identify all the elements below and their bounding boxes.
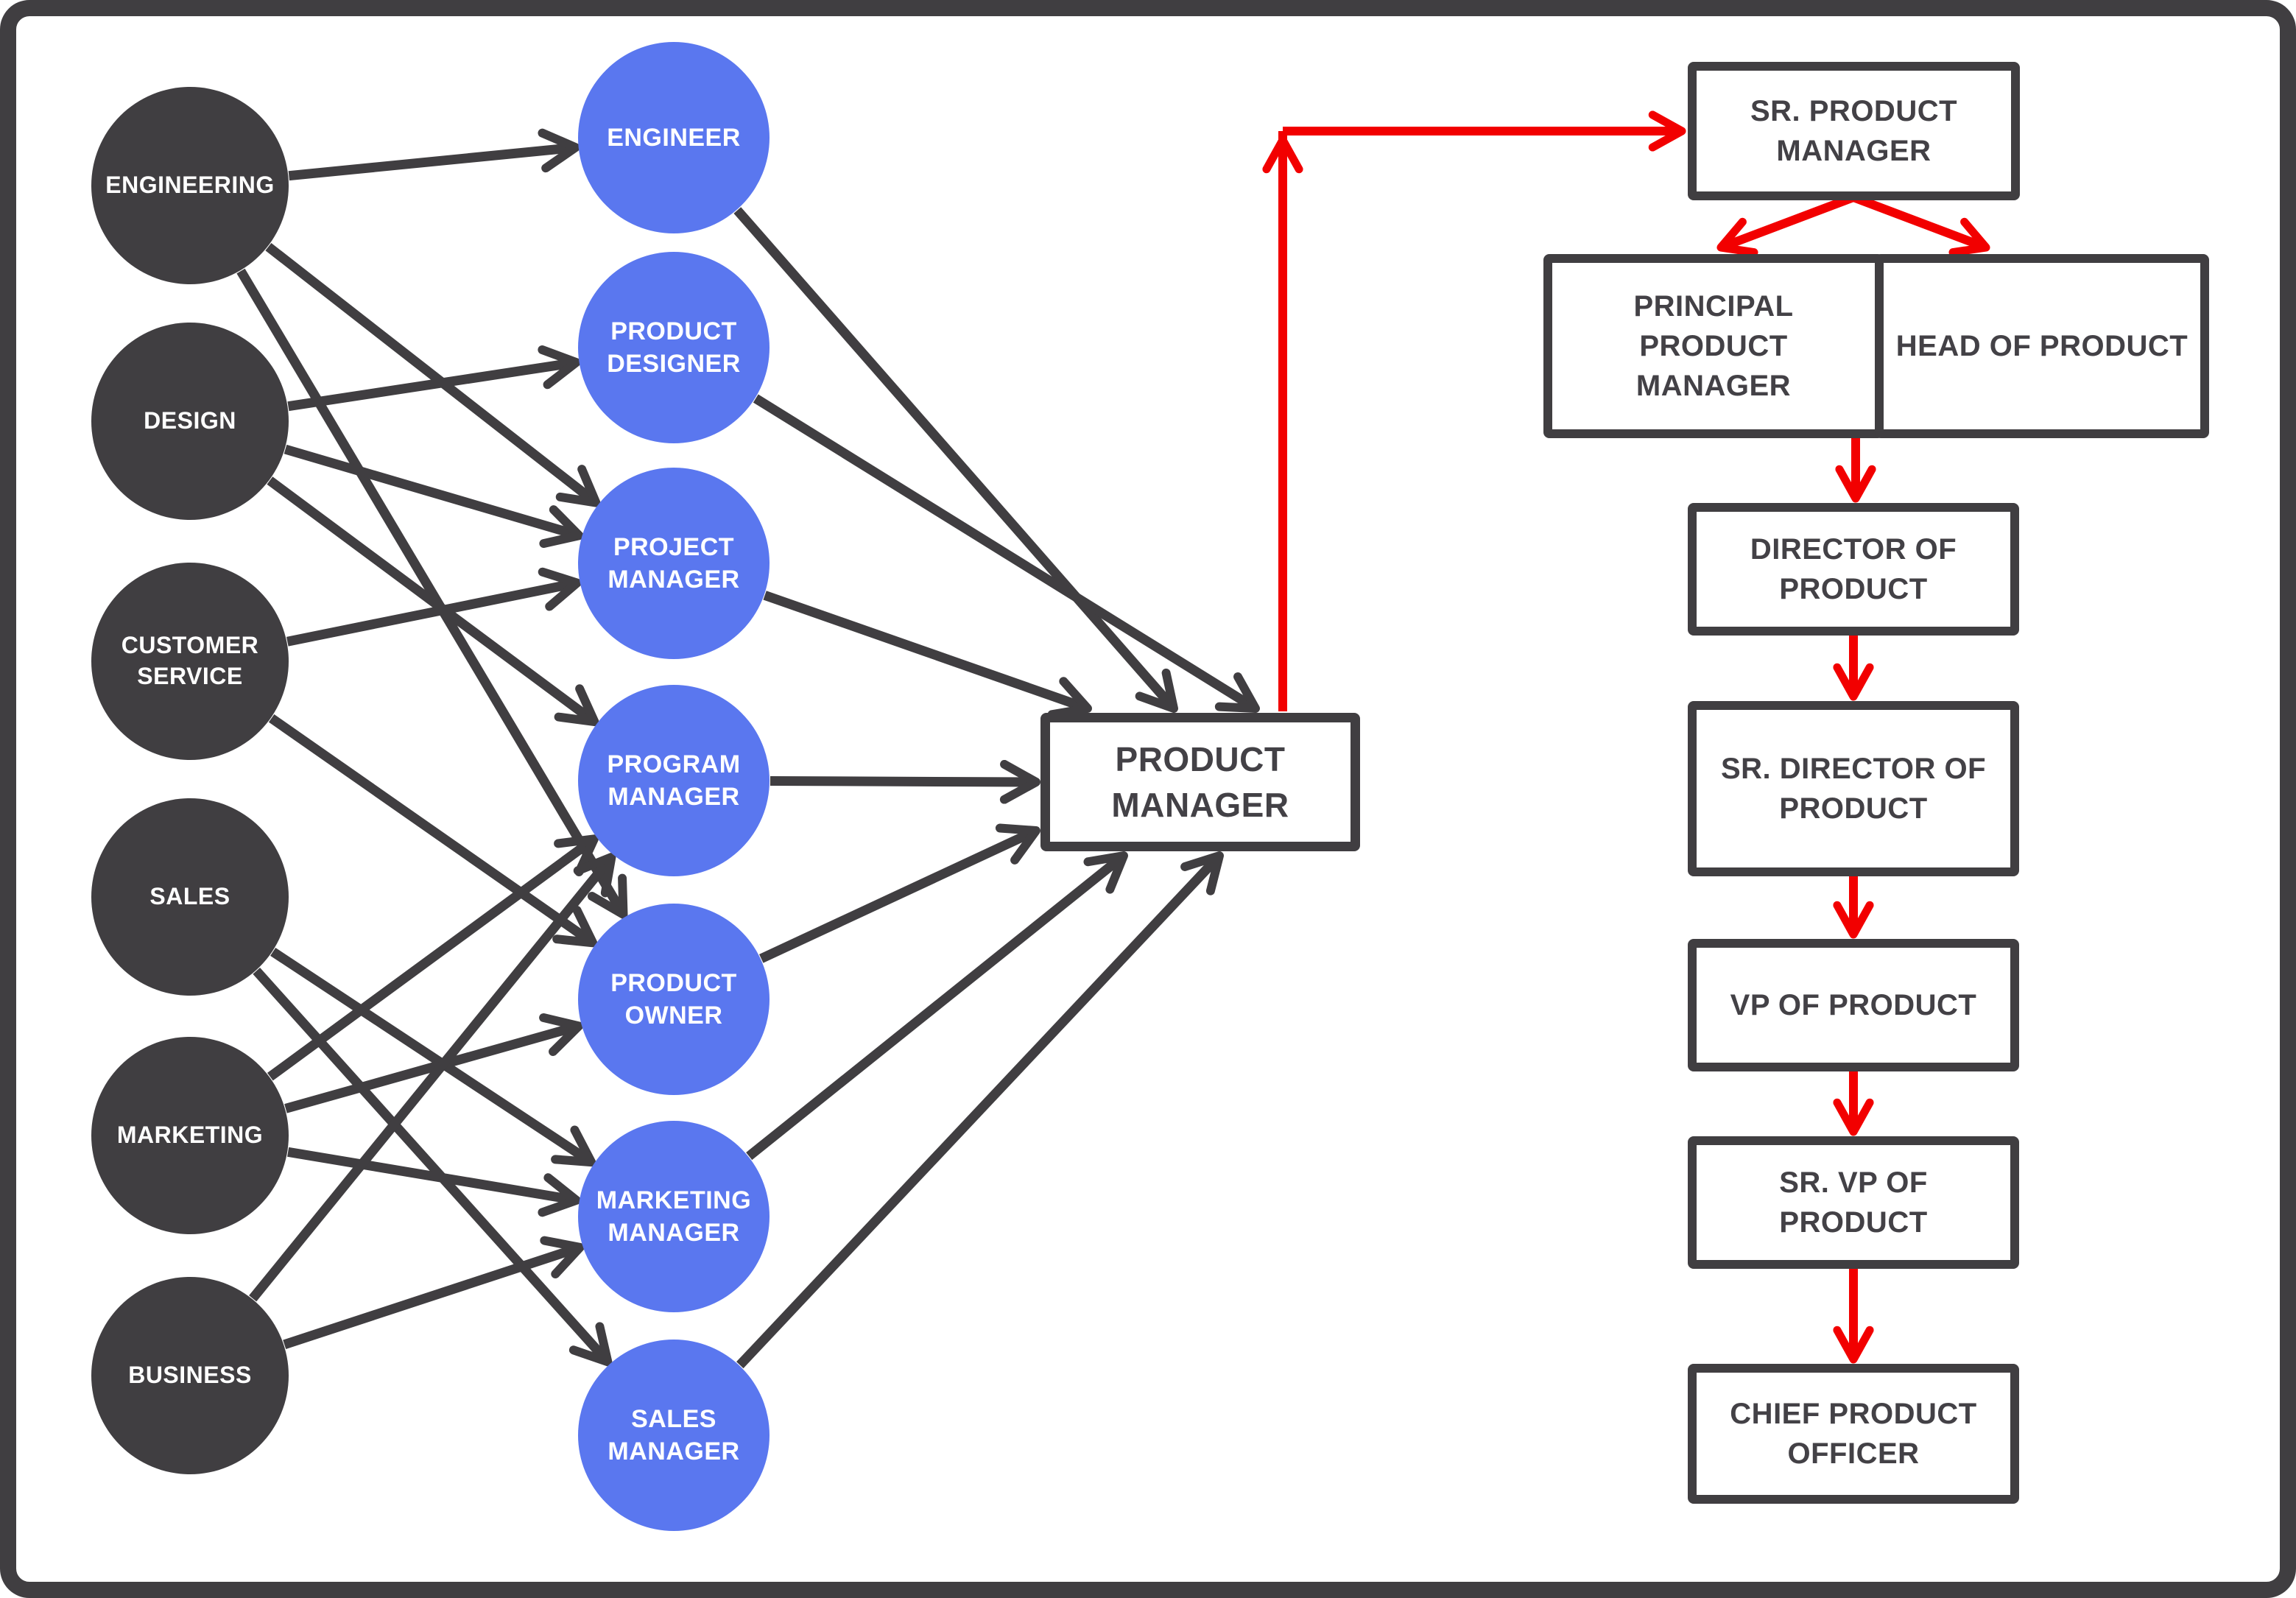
chain-box-head: HEAD OF PRODUCT: [1875, 254, 2209, 438]
arrow-product_designer-to-product-manager: [753, 394, 1260, 713]
chain-box-director: DIRECTOR OF PRODUCT: [1688, 503, 2019, 636]
red-arrow-srpm-to-head: [1851, 193, 1990, 257]
arrow-design-to-project_manager: [284, 444, 584, 549]
source-circle-engineering: ENGINEERING: [91, 87, 289, 284]
chain-box-sr-director: SR. DIRECTOR OF PRODUCT: [1688, 701, 2019, 876]
arrow-project_manager-to-product-manager: [763, 591, 1092, 719]
arrow-program_manager-to-product-manager: [770, 759, 1040, 804]
arrow-design-to-program_manager: [267, 476, 599, 727]
arrow-design-to-product_designer: [287, 345, 581, 412]
role-circle-program-manager: PROGRAM MANAGER: [578, 685, 770, 876]
source-circle-customer-service: CUSTOMER SERVICE: [91, 563, 289, 760]
arrow-marketing_manager-to-product-manager: [746, 851, 1128, 1161]
chain-box-principal: PRINCIPAL PRODUCT MANAGER: [1543, 254, 1884, 438]
arrow-sales-to-sales_manager: [253, 968, 613, 1367]
arrow-business-to-marketing_manager: [283, 1236, 585, 1350]
chain-box-sr-pm: SR. PRODUCT MANAGER: [1688, 62, 2020, 200]
arrow-marketing-to-program_manager: [267, 834, 599, 1081]
role-circle-engineer: ENGINEER: [578, 42, 770, 233]
role-circle-project-manager: PROJECT MANAGER: [578, 468, 770, 659]
arrow-engineering-to-project_manager: [265, 242, 601, 507]
arrow-customer_service-to-project_manager: [286, 567, 582, 647]
chain-box-vp: VP OF PRODUCT: [1688, 939, 2019, 1071]
source-circle-marketing: MARKETING: [91, 1037, 289, 1234]
chain-box-cpo: CHIEF PRODUCT OFFICER: [1688, 1364, 2019, 1504]
role-circle-marketing-manager: MARKETING MANAGER: [578, 1121, 770, 1312]
arrow-customer_service-to-product_owner: [268, 714, 598, 948]
arrow-engineer-to-product-manager: [733, 207, 1178, 713]
role-circle-sales-manager: SALES MANAGER: [578, 1340, 770, 1531]
arrow-marketing-to-product_owner: [284, 1013, 583, 1113]
role-circle-product-designer: PRODUCT DESIGNER: [578, 252, 770, 443]
source-circle-sales: SALES: [91, 798, 289, 996]
arrow-sales_manager-to-product-manager: [736, 851, 1224, 1369]
arrow-engineering-to-engineer: [288, 128, 580, 181]
red-arrow-srpm-to-principal: [1716, 193, 1856, 257]
source-circle-design: DESIGN: [91, 323, 289, 520]
product-manager-box: PRODUCT MANAGER: [1040, 713, 1360, 851]
arrow-product_owner-to-product-manager: [759, 823, 1040, 963]
arrow-sales-to-marketing_manager: [270, 947, 596, 1167]
source-circle-business: BUSINESS: [91, 1277, 289, 1474]
role-circle-product-owner: PRODUCT OWNER: [578, 904, 770, 1095]
arrow-business-to-program_manager: [249, 852, 616, 1302]
chain-box-sr-vp: SR. VP OF PRODUCT: [1688, 1136, 2019, 1269]
arrow-marketing-to-marketing_manager: [287, 1147, 581, 1217]
arrow-engineering-to-product_owner: [236, 268, 628, 919]
